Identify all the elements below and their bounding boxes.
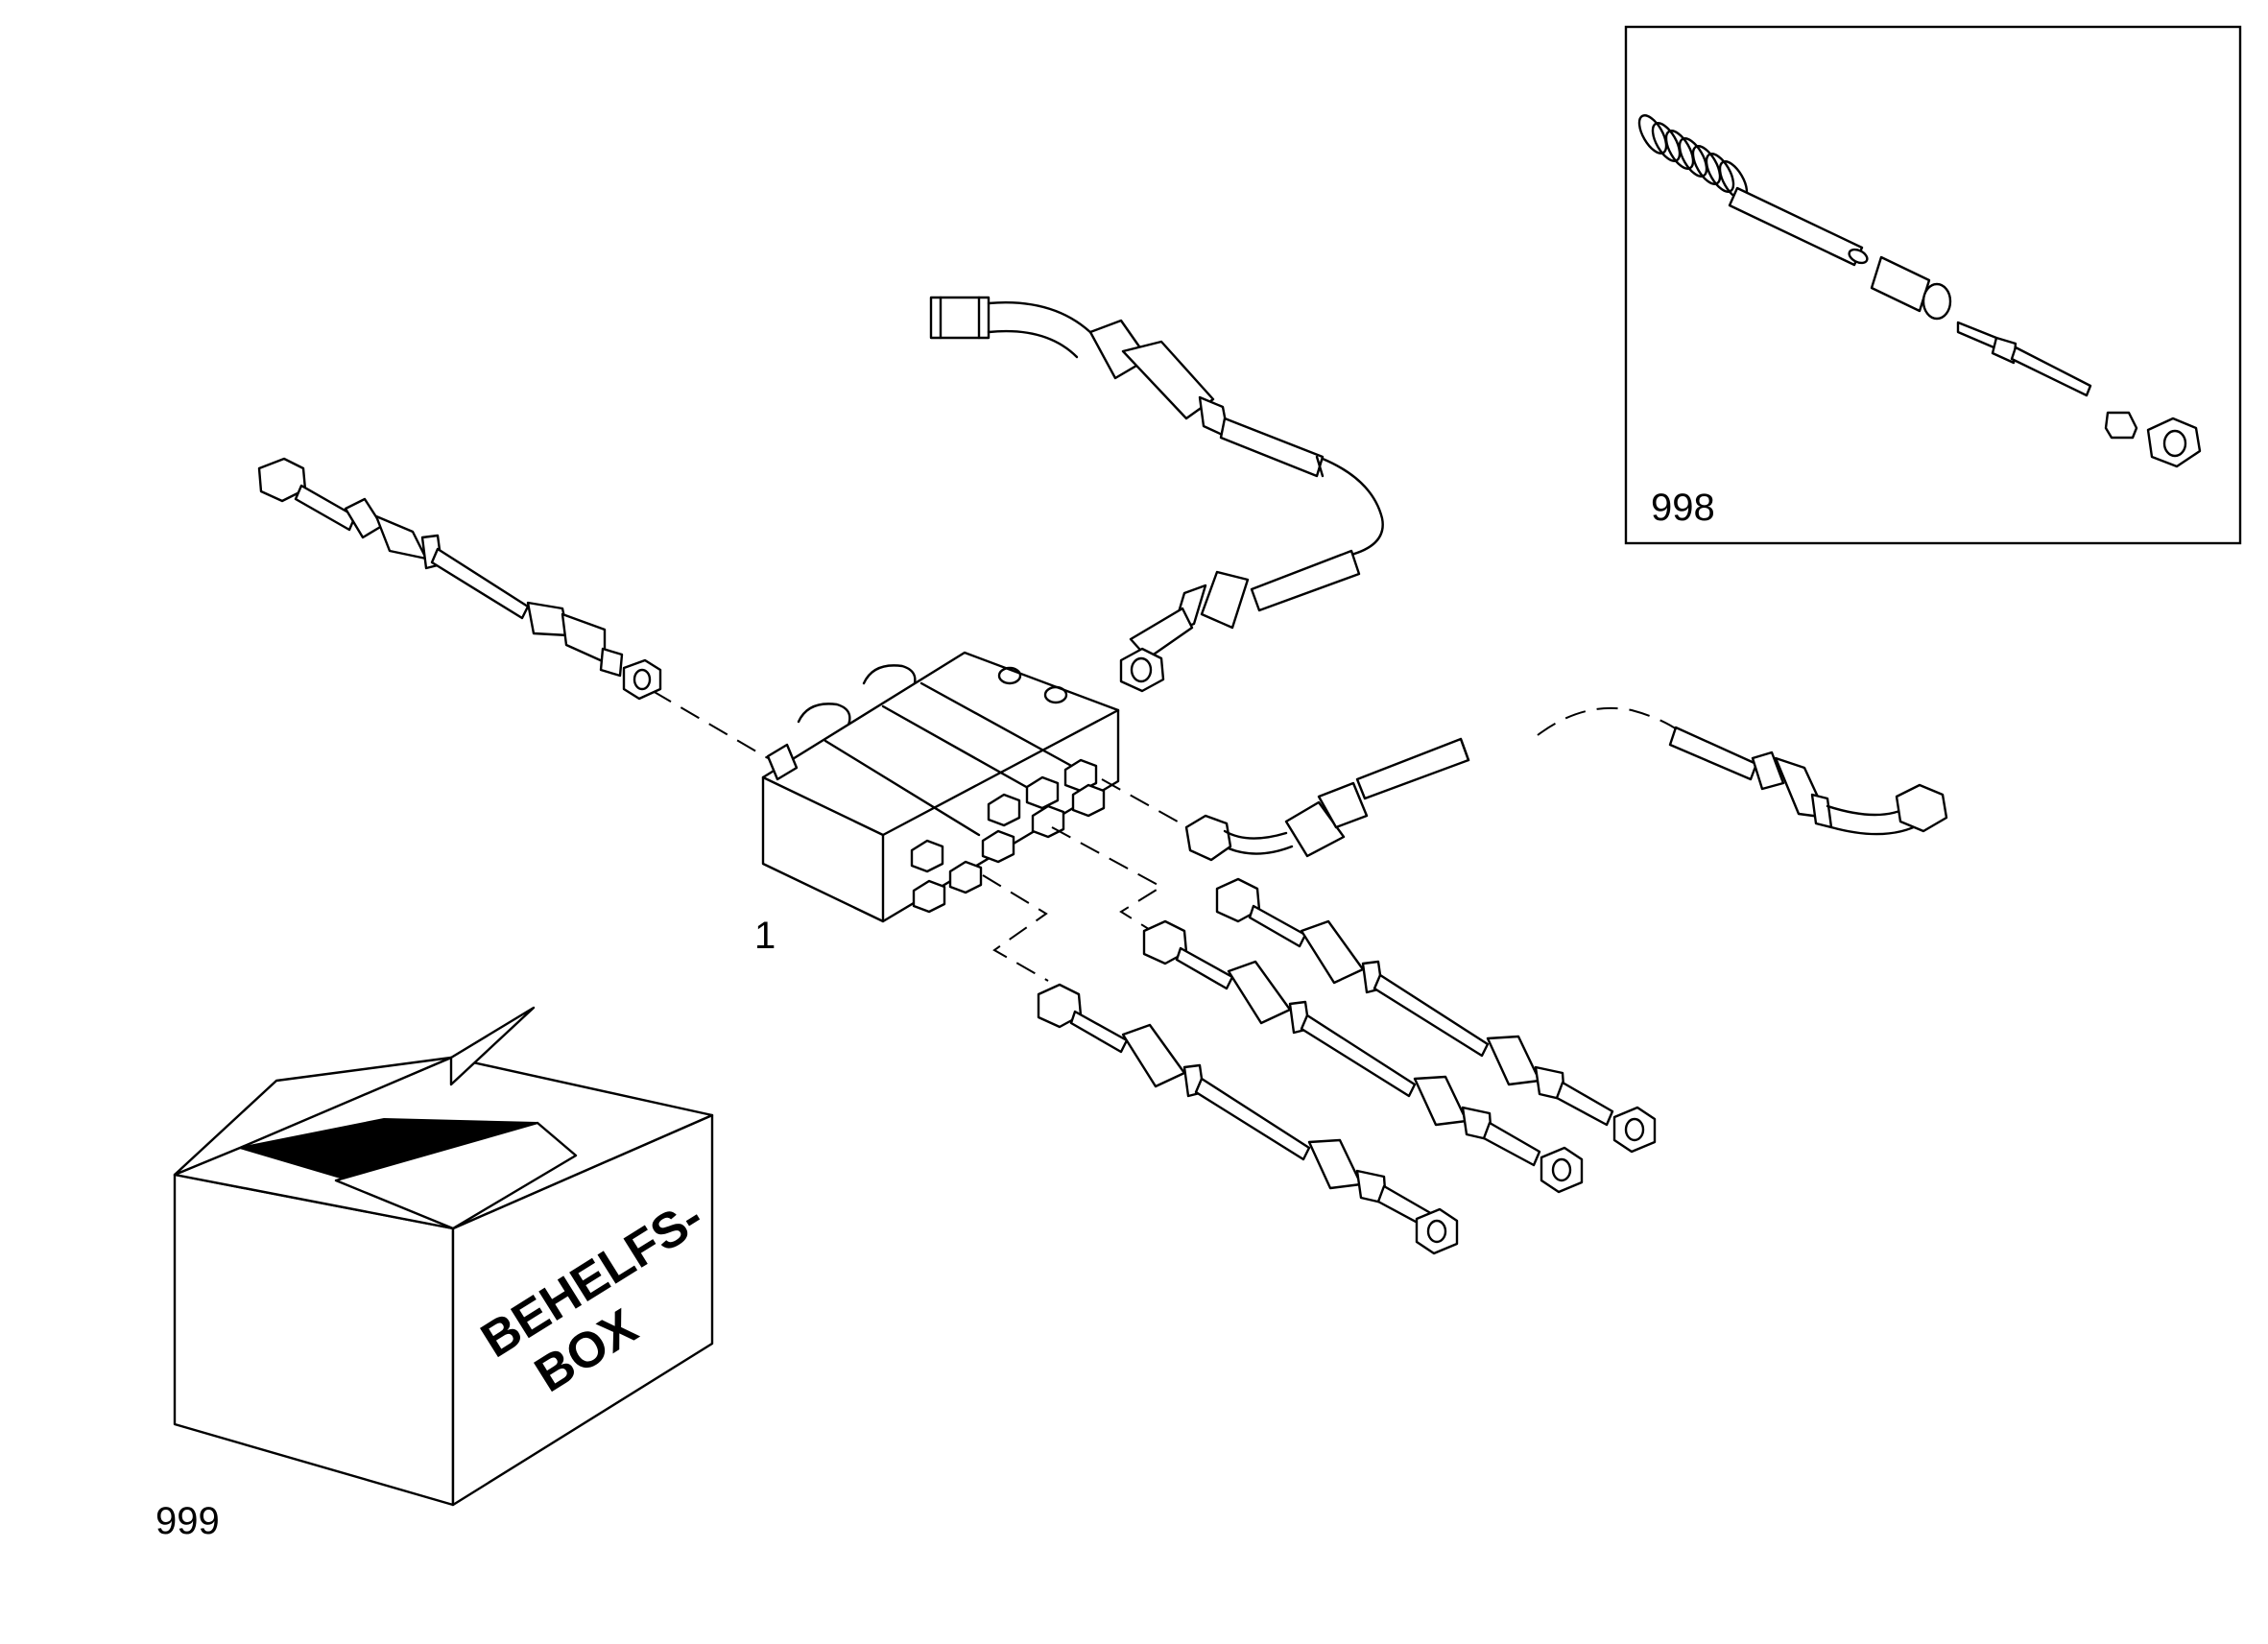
behelfs-box: BEHELFS- BOX 999 <box>155 1006 714 1542</box>
inset-nozzle <box>1956 321 2092 397</box>
inset-nut <box>2146 417 2202 468</box>
line-upper-left <box>257 457 662 701</box>
line-lower-3 <box>1037 983 1459 1255</box>
inset-ferrule <box>2104 411 2138 440</box>
inset-fitting <box>1870 255 1952 321</box>
callout-999: 999 <box>155 1500 220 1542</box>
inset-rod <box>1728 186 1869 267</box>
eyelet <box>862 664 917 693</box>
line-lower-2 <box>1142 919 1584 1194</box>
eyelet <box>797 703 851 731</box>
callout-998: 998 <box>1651 487 1715 529</box>
inset-998: 998 <box>1624 25 2242 545</box>
distributor-block: 1 <box>754 651 1120 957</box>
line-right-curved <box>1184 726 1948 862</box>
callout-1: 1 <box>754 915 776 957</box>
line-lower-1 <box>1215 877 1657 1154</box>
line-top-curved <box>929 296 1384 693</box>
